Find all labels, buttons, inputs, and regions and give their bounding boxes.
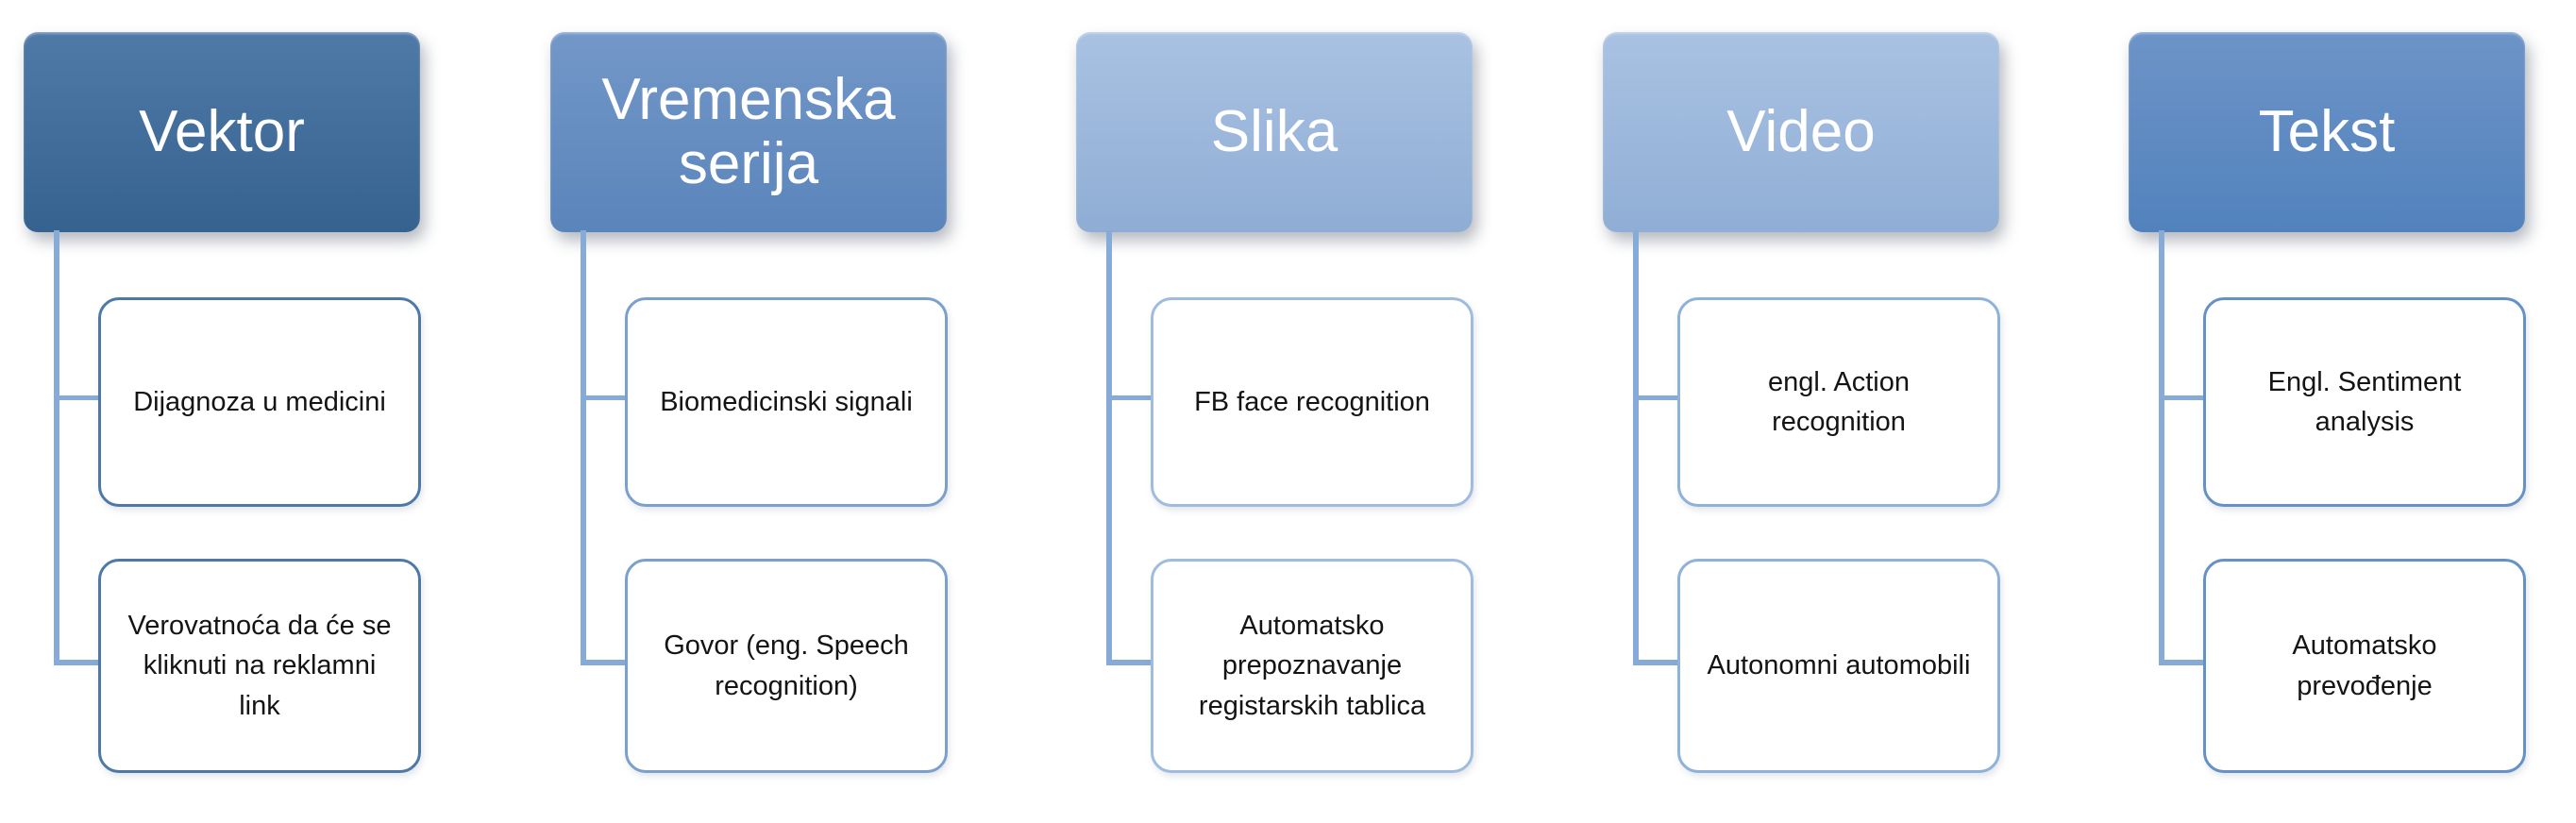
example-leaf-label: Engl. Sentiment analysis [2267,366,2462,437]
example-leaf-box: FB face recognition [1151,297,1473,507]
example-leaf-box: Engl. Sentiment analysis [2203,297,2526,507]
example-leaf-box: engl. Action recognition [1677,297,2000,507]
connector-branch-line [2159,395,2203,400]
example-leaf-label: engl. Action recognition [1768,366,1910,437]
example-leaf-box: Automatsko prepoznavanje registarskih ta… [1151,559,1473,773]
example-leaf-label: Dijagnoza u medicini [133,386,386,417]
category-header-label: Vektor [139,98,305,164]
connector-branch-line [581,395,625,400]
category-column-video: Video engl. Action recognition Autonomni… [1580,0,2052,823]
category-column-slika: Slika FB face recognition Automatsko pre… [1053,0,1525,823]
category-header-box: Tekst [2129,32,2525,232]
connector-elbow-line [54,660,98,665]
connector-elbow-line [2159,660,2203,665]
example-leaf-box: Verovatnoća da će se kliknuti na reklamn… [98,559,421,773]
example-leaf-box: Autonomni automobili [1677,559,2000,773]
category-column-tekst: Tekst Engl. Sentiment analysis Automatsk… [2106,0,2576,823]
category-header-box: Video [1603,32,1999,232]
category-header-label: Slika [1210,98,1339,164]
connector-trunk-line [2159,230,2164,665]
category-column-vremenska-serija: Vremenska serija Biomedicinski signali G… [528,0,1000,823]
category-header-box: Vremenska serija [550,32,947,232]
example-leaf-box: Automatsko prevođenje [2203,559,2526,773]
category-header-label: Tekst [2258,98,2396,164]
connector-trunk-line [1106,230,1112,665]
connector-elbow-line [581,660,625,665]
example-leaf-label: Automatsko prevođenje [2292,630,2437,701]
category-header-label: Vremenska serija [601,66,896,196]
connector-trunk-line [1633,230,1639,665]
example-leaf-box: Biomedicinski signali [625,297,948,507]
category-column-vektor: Vektor Dijagnoza u medicini Verovatnoća … [1,0,473,823]
example-leaf-box: Govor (eng. Speech recognition) [625,559,948,773]
connector-branch-line [1633,395,1677,400]
example-leaf-label: Autonomni automobili [1707,650,1971,681]
example-leaf-box: Dijagnoza u medicini [98,297,421,507]
connector-branch-line [1106,395,1151,400]
category-header-box: Vektor [24,32,420,232]
example-leaf-label: Govor (eng. Speech recognition) [664,630,909,701]
example-leaf-label: FB face recognition [1194,386,1430,417]
connector-trunk-line [581,230,586,665]
example-leaf-label: Biomedicinski signali [660,386,913,417]
example-leaf-label: Automatsko prepoznavanje registarskih ta… [1198,611,1426,721]
connector-branch-line [54,395,98,400]
connector-elbow-line [1633,660,1677,665]
example-leaf-label: Verovatnoća da će se kliknuti na reklamn… [127,611,392,721]
connector-elbow-line [1106,660,1151,665]
connector-trunk-line [54,230,59,665]
category-header-box: Slika [1076,32,1473,232]
category-header-label: Video [1726,98,1876,164]
